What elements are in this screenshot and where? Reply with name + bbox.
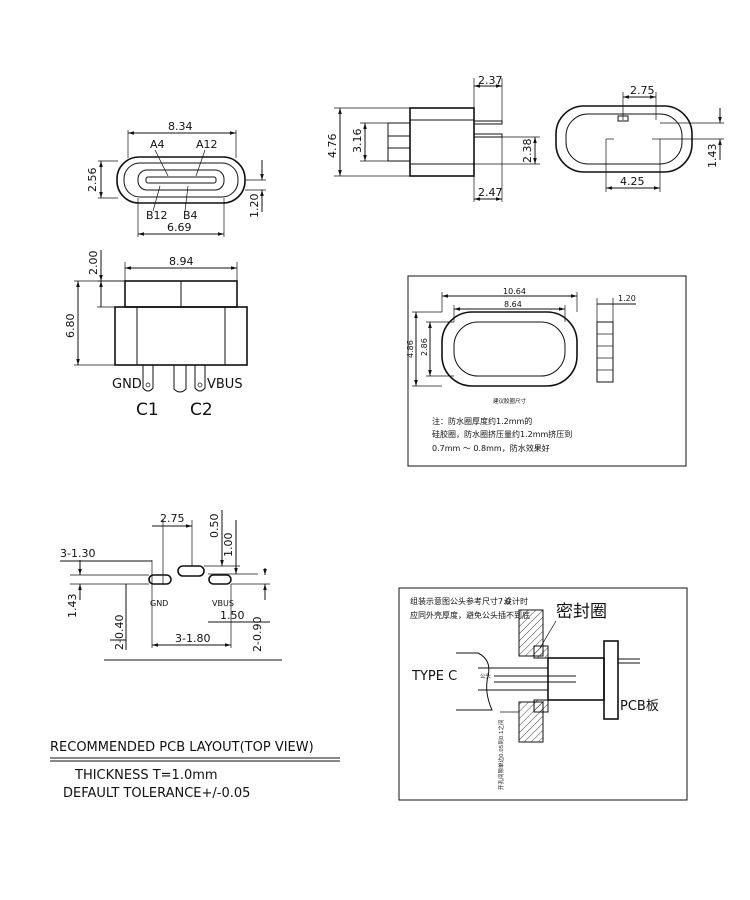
pin-label-b4: B4 [183,209,198,222]
side-pin-top [473,120,503,125]
dim-slot-gnd: 2-0.40 [113,615,126,650]
side-plug-stub [387,122,411,162]
dim-slot-width: 4.25 [620,175,645,188]
dim-spacing-top: 2.75 [160,512,185,525]
pad-vbus [208,574,232,585]
gasket-frame: 10.64 8.64 4.86 2.86 1.20 建议胶圈尺寸 注：防水圈厚度… [406,275,687,467]
dim-inner-width: 8.64 [504,300,522,309]
dim-slot-count-left: 3-1.30 [60,547,95,560]
seal-ring-bottom [533,699,549,713]
type-c-label: TYPE C [411,669,457,684]
pin-label-a4: A4 [150,138,165,151]
pad-gnd-label: GND [150,599,168,608]
gasket-caption: 建议胶圈尺寸 [493,397,527,405]
dim-slot-height: 1.43 [706,144,719,169]
gasket-note-1: 注：防水圈厚度约1.2mm的 [432,416,532,426]
dim-outer-width: 10.64 [503,287,526,296]
body-view: 2.00 8.94 6.80 GND VBUS C1 C2 [64,250,248,420]
dim-pad-width: 0.50 [208,514,221,539]
dim-slot-right: 2-0.90 [251,617,264,652]
pcb-label: PCB板 [620,699,659,714]
seal-label: 密封圈 [556,602,607,622]
c1-label: C1 [136,400,159,420]
dim-height-body: 3.16 [351,129,364,154]
front-view: 8.34 A4 A12 2.56 B12 B4 6.69 1.20 [86,120,266,237]
assembly-header-2: 公头参考尺寸7.0 [450,596,511,606]
body-lower [114,306,248,366]
side-body [409,107,475,177]
gasket-note-2: 硅胶圈，防水圈挤压量约1.2mm挤压到 [432,429,572,439]
pin-label-a12: A12 [196,138,218,151]
assembly-header-1: 组装示意图 [410,596,450,606]
dim-body-height: 6.80 [64,314,77,339]
pad-center [177,565,205,577]
dim-inner-height: 2.86 [420,338,429,356]
gap-note: 开孔间隙单边0.05到0.1之间 [497,720,505,791]
vbus-label: VBUS [207,377,243,392]
dim-thickness: 1.20 [618,294,636,303]
notes-thickness: THICKNESS T=1.0mm [74,768,218,783]
dim-slot-bottom: 3-1.80 [175,632,210,645]
dim-pad-height: 1.00 [222,533,235,558]
dim-height-total: 4.76 [326,134,339,159]
gasket-note-3: 0.7mm ～ 0.8mm，防水效果好 [432,443,550,453]
center-pin [173,365,187,393]
receptacle-tongue-slot [137,169,225,191]
assembly-header-4: 应同外壳厚度，避免公头插不到底 [410,610,530,620]
gasket-inner-ring [453,321,566,377]
dim-width-inner: 6.69 [167,221,192,234]
gasket-section [596,321,614,383]
dim-slot-spacing: 2.75 [630,84,655,97]
c2-label: C2 [190,400,213,420]
gasket-outer-ring [441,311,578,387]
dim-outer-height: 4.86 [406,340,415,358]
pin-label-b12: B12 [146,209,168,222]
notes-block: RECOMMENDED PCB LAYOUT(TOP VIEW) THICKNE… [50,740,340,801]
receptacle-body [547,657,605,701]
assembly-header-3: 设计时 [504,596,528,606]
dim-total-height: 1.43 [66,594,79,619]
dim-pin-height: 2.38 [521,139,534,164]
side-pin-bottom [473,133,503,138]
seal-ring-top [533,645,549,659]
dim-height: 2.56 [86,168,99,193]
dim-slot-vbus: 1.50 [220,609,245,622]
dim-flange: 1.20 [248,194,261,219]
dim-top-offset: 2.00 [87,251,100,276]
notes-title: RECOMMENDED PCB LAYOUT(TOP VIEW) [50,740,314,755]
male-label: 公头 [480,672,492,680]
receptacle-tongue [145,176,217,184]
assembly-border [398,587,688,801]
pcb-board [603,640,619,720]
pad-vbus-label: VBUS [212,599,234,608]
gnd-label: GND [112,377,142,392]
side-view: 2.37 4.76 3.16 2.38 2.47 [326,74,540,202]
vbus-pin [194,365,206,392]
dim-pin-length-top: 2.37 [478,74,503,87]
gasket-border [407,275,687,467]
pcb-layout: 2.75 3-1.30 0.50 1.00 1.43 GND VBUS 1.50… [60,510,282,661]
type-c-plug [456,652,493,711]
assembly-diagram: 组装示意图 公头参考尺寸7.0 设计时 应同外壳厚度，避免公头插不到底 TYPE… [398,587,688,801]
top-view: 2.75 1.43 4.25 [555,84,724,192]
dim-width-outer: 8.34 [168,120,193,133]
dim-body-width: 8.94 [169,255,194,268]
receptacle-inner-shell [123,162,239,198]
notes-tolerance: DEFAULT TOLERANCE+/-0.05 [63,786,250,801]
dim-pin-length-bottom: 2.47 [478,186,503,199]
gnd-pin [142,365,154,392]
pad-gnd [148,574,172,585]
